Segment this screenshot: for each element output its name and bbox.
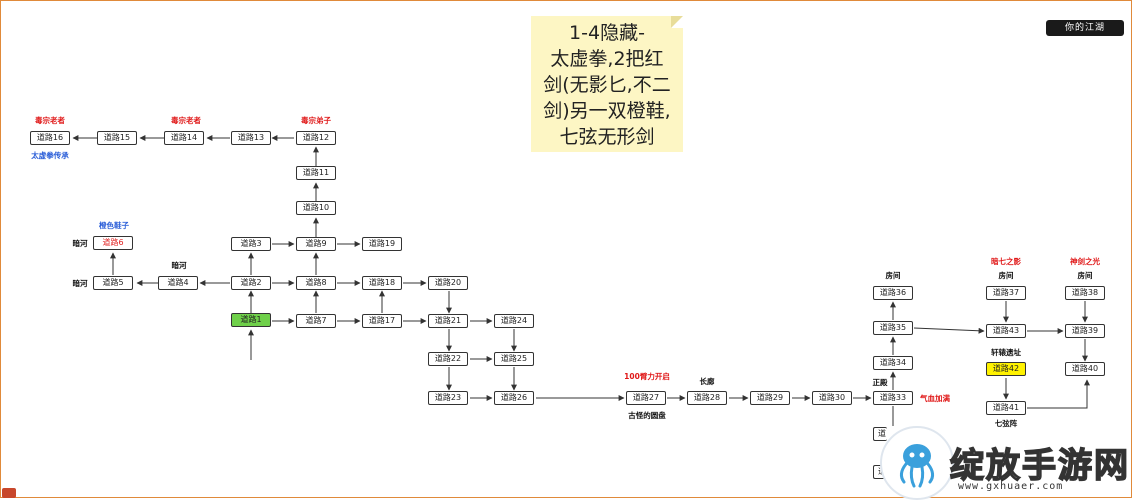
node-road-7[interactable]: 道路7 (296, 314, 336, 328)
node-road-19[interactable]: 道路19 (362, 237, 402, 251)
node-road-18[interactable]: 道路18 (362, 276, 402, 290)
label-divine-sword: 神剑之光 (1070, 257, 1100, 266)
node-road-11[interactable]: 道路11 (296, 166, 336, 180)
node-road-12[interactable]: 道路12 (296, 131, 336, 145)
node-road-30[interactable]: 道路30 (812, 391, 852, 405)
label-room-1: 房间 (885, 271, 901, 280)
label-room-2: 房间 (998, 271, 1014, 280)
node-road-6[interactable]: 道路6 (93, 236, 133, 250)
node-road-34[interactable]: 道路34 (873, 356, 913, 370)
node-road-25[interactable]: 道路25 (494, 352, 534, 366)
node-road-27[interactable]: 道路27 (626, 391, 666, 405)
node-road-13[interactable]: 道路13 (231, 131, 271, 145)
node-road-42[interactable]: 道路42 (986, 362, 1026, 376)
node-road-38[interactable]: 道路38 (1065, 286, 1105, 300)
label-poison-disciple: 毒宗弟子 (301, 116, 331, 125)
node-road-39[interactable]: 道路39 (1065, 324, 1105, 338)
watermark-site-name: 绽放手游网 (949, 445, 1130, 487)
node-road-4[interactable]: 道路4 (158, 276, 198, 290)
node-road-16[interactable]: 道路16 (30, 131, 70, 145)
label-xuanyuan-ruins: 轩辕遗址 (991, 348, 1021, 357)
label-taixu-fist: 太虚拳传承 (31, 151, 69, 160)
node-road-40[interactable]: 道路40 (1065, 362, 1105, 376)
note-line-2: 太虚拳,2把红 (550, 48, 664, 70)
node-road-3[interactable]: 道路3 (231, 237, 271, 251)
node-road-20[interactable]: 道路20 (428, 276, 468, 290)
octopus-logo-icon (880, 426, 954, 500)
node-road-15[interactable]: 道路15 (97, 131, 137, 145)
label-dark-river-1: 暗河 (72, 239, 88, 248)
note-fold-corner (671, 16, 683, 28)
note-line-5: 七弦无形剑 (559, 126, 655, 148)
label-corridor: 长廊 (699, 377, 715, 386)
node-road-9[interactable]: 道路9 (296, 237, 336, 251)
watermark-url: www.gxhuaer.com (958, 481, 1064, 492)
node-road-26[interactable]: 道路26 (494, 391, 534, 405)
node-road-22[interactable]: 道路22 (428, 352, 468, 366)
node-road-35[interactable]: 道路35 (873, 321, 913, 335)
node-road-37[interactable]: 道路37 (986, 286, 1026, 300)
label-poison-elder-1: 毒宗老者 (35, 116, 65, 125)
label-poison-elder-2: 毒宗老者 (171, 116, 201, 125)
node-clipped-1[interactable]: 道 (873, 427, 887, 441)
label-main-hall: 正殿 (872, 378, 888, 387)
game-logo: 你的江湖 (1046, 20, 1124, 36)
node-road-33[interactable]: 道路33 (873, 391, 913, 405)
note-line-1: 1-4隐藏- (569, 22, 645, 44)
node-road-41[interactable]: 道路41 (986, 401, 1026, 415)
label-orange-shoes: 橙色鞋子 (99, 221, 129, 230)
node-road-1-start[interactable]: 道路1 (231, 313, 271, 327)
node-road-28[interactable]: 道路28 (687, 391, 727, 405)
note-line-3: 剑(无影匕,不二 (543, 74, 671, 96)
node-road-17[interactable]: 道路17 (362, 314, 402, 328)
node-road-29[interactable]: 道路29 (750, 391, 790, 405)
node-road-24[interactable]: 道路24 (494, 314, 534, 328)
label-full-hp: 气血加满 (920, 394, 950, 403)
corner-logo-icon (2, 488, 16, 498)
node-road-2[interactable]: 道路2 (231, 276, 271, 290)
node-road-8[interactable]: 道路8 (296, 276, 336, 290)
node-road-23[interactable]: 道路23 (428, 391, 468, 405)
note-line-4: 剑)另一双橙鞋, (543, 100, 671, 122)
label-seven-string: 七弦阵 (994, 419, 1018, 428)
sticky-note: 1-4隐藏- 太虚拳,2把红 剑(无影匕,不二 剑)另一双橙鞋, 七弦无形剑 (531, 16, 683, 152)
label-dark-river-2: 暗河 (72, 279, 88, 288)
node-road-43[interactable]: 道路43 (986, 324, 1026, 338)
node-road-5[interactable]: 道路5 (93, 276, 133, 290)
label-strange-disk: 古怪的圆盘 (628, 411, 666, 420)
node-road-14[interactable]: 道路14 (164, 131, 204, 145)
label-shadow-7: 暗七之影 (991, 257, 1021, 266)
label-room-3: 房间 (1077, 271, 1093, 280)
node-road-10[interactable]: 道路10 (296, 201, 336, 215)
node-road-36[interactable]: 道路36 (873, 286, 913, 300)
label-strength-open: 100臂力开启 (624, 372, 670, 381)
label-dark-river-3: 暗河 (171, 261, 187, 270)
node-road-21[interactable]: 道路21 (428, 314, 468, 328)
